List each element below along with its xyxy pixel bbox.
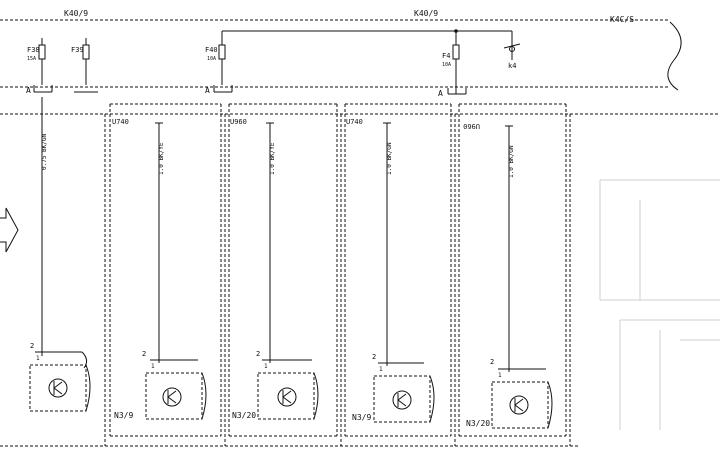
fuse-f4: F4 10A [442,44,460,94]
splice-label: U960 [463,122,480,130]
bus-label-right: K4C/S [610,15,634,24]
fuse-f39: F39 [71,38,90,85]
continuation-arrow-icon [0,207,19,253]
power-bus: K40/9 K40/9 K4C/S [64,9,634,45]
bus-label-left: K40/9 [64,9,88,18]
pin-mid: 1 [498,372,502,379]
component-label: N3/20 [466,419,490,428]
pin-top: 2 [142,350,146,358]
pin-mid: 1 [264,363,268,370]
bus-label-mid: K40/9 [414,9,438,18]
wire-label: 1.0 BK/YE [158,142,165,175]
splice-label: U960 [230,118,247,126]
fuse-block-connector-2: A [205,85,233,95]
wire-label: 0.75 BK/GN [41,133,48,170]
component-label: N3/20 [232,411,256,420]
connector-label: A [438,89,443,98]
pin-top: 2 [30,342,34,350]
fuse-name: F4 [442,52,450,60]
fuse-f40: F40 10A [205,44,226,85]
splice-label: U740 [112,118,129,126]
fuse-rating: 10A [207,56,216,62]
pin-mid: 1 [379,366,383,373]
fuse-block-connector-3: A [438,88,467,98]
pin-mid: 1 [36,355,40,362]
wire-label: 1.0 BK/YE [269,142,276,175]
circuit-4: 1.0 BK/GN 2 1 N3/9 [352,122,435,423]
background-ghost-lines [599,179,720,430]
component-frames [0,103,580,447]
fuse-panel-frame [0,19,720,115]
splice-label: U740 [346,118,363,126]
circuit-5: 1.0 BK/GN 2 1 N3/20 [466,125,553,429]
pin-top: 2 [490,358,494,366]
fuse-name: F39 [71,46,84,54]
fuse-f38: F38 15A [27,38,46,85]
wire-label: 1.0 BK/GN [508,145,515,178]
connector-label: A [26,86,31,95]
fuse-rating: 15A [27,56,36,62]
fuse-name: F40 [205,46,218,54]
circuit-2: 1.0 BK/YE 2 1 N3/9 [114,122,207,420]
pin-mid: 1 [151,363,155,370]
fuse-name: F38 [27,46,40,54]
wire-label: 1.0 BK/GN [386,142,393,175]
fuse-rating: 10A [442,62,451,68]
relay-k4: k4 [503,40,521,70]
circuit-1: 0.75 BK/GN 2 1 [29,97,91,412]
connector-label: A [205,86,210,95]
pin-top: 2 [256,350,260,358]
relay-label: k4 [508,62,516,70]
component-label: N3/9 [352,413,371,422]
fuse-block-connector-1: A [26,85,98,95]
pin-top: 2 [372,353,376,361]
circuit-3: 1.0 BK/YE 2 1 N3/20 [232,122,319,420]
component-label: N3/9 [114,411,133,420]
